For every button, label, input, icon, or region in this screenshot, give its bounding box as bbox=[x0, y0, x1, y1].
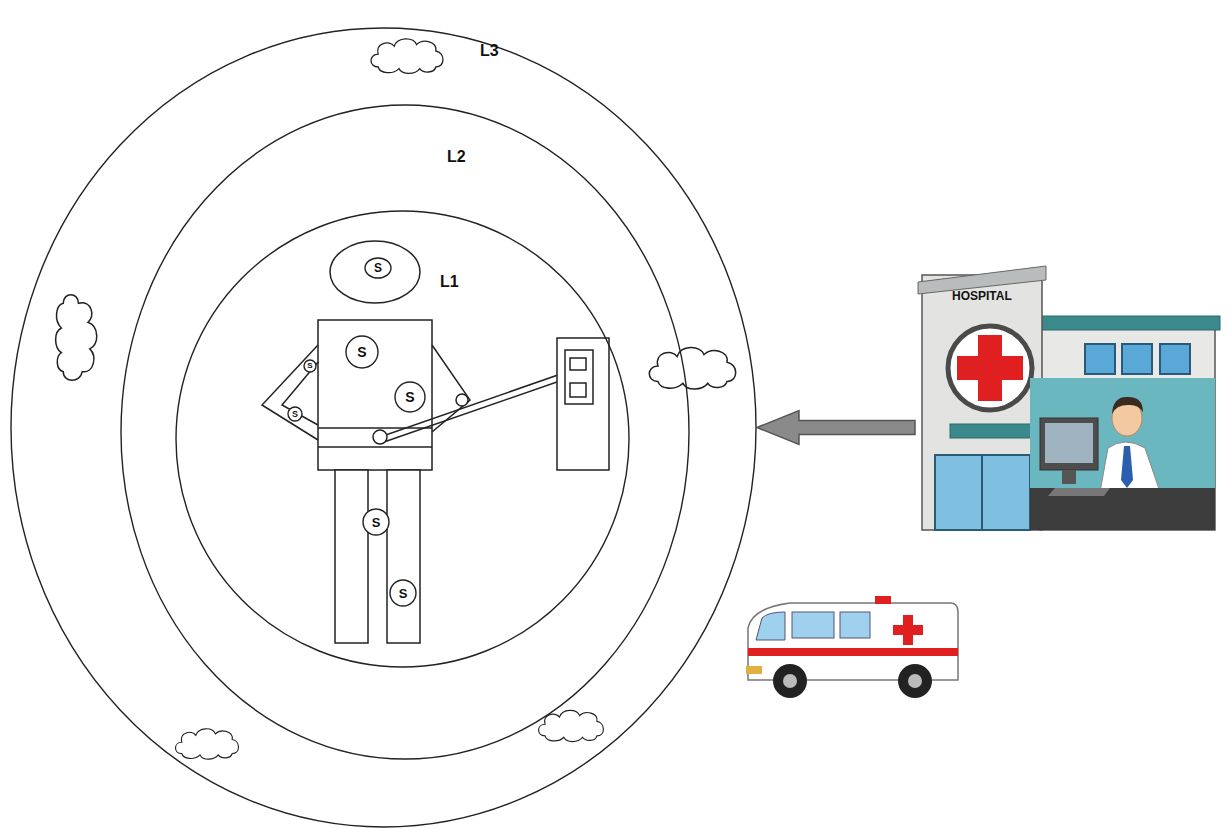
phone-device bbox=[557, 338, 609, 470]
node-label: L3 bbox=[480, 42, 499, 60]
cloud bbox=[371, 39, 443, 74]
network-layer-ellipse: L3L2L1SSSSSSS bbox=[10, 27, 757, 828]
node-label: L1 bbox=[440, 273, 459, 291]
node-label: L2 bbox=[447, 148, 466, 166]
outline-shape bbox=[11, 28, 756, 827]
hospital-node: HOSPITAL bbox=[915, 265, 1215, 530]
ellipse-outline bbox=[10, 27, 757, 828]
sensor-node: S bbox=[345, 335, 379, 369]
sensor-label: S bbox=[292, 410, 298, 419]
ambulance bbox=[746, 596, 958, 698]
sensor-label: S bbox=[307, 362, 312, 370]
network-layer-ellipse: L1SSSSSSS bbox=[175, 210, 630, 668]
network-layer-ellipse: L2L1SSSSSSS bbox=[120, 104, 690, 760]
sensor-node: S bbox=[394, 381, 426, 413]
label-holder: S bbox=[303, 359, 317, 373]
human-figure bbox=[262, 241, 580, 643]
cloud bbox=[176, 729, 239, 759]
sensor-label: S bbox=[405, 390, 414, 404]
cloud bbox=[649, 348, 735, 390]
hospital-building bbox=[918, 266, 1220, 530]
label-holder: S bbox=[345, 335, 379, 369]
ellipse-outline bbox=[120, 104, 690, 760]
outline-shape bbox=[346, 336, 378, 368]
doctor-at-computer bbox=[1030, 378, 1215, 530]
sensor-node: S bbox=[287, 406, 303, 422]
sensor-label: S bbox=[399, 587, 408, 600]
label-holder: S bbox=[362, 508, 390, 536]
label-holder: S bbox=[364, 257, 392, 279]
outline-shape bbox=[304, 360, 316, 372]
block-arrow bbox=[757, 411, 915, 445]
label-holder: S bbox=[394, 381, 426, 413]
outline-shape bbox=[365, 258, 391, 278]
outline-shape bbox=[363, 509, 389, 535]
sensor-label: S bbox=[372, 516, 381, 529]
outline-shape bbox=[395, 382, 425, 412]
sensor-node: S bbox=[303, 359, 317, 373]
sensor-node: S bbox=[362, 508, 390, 536]
outline-shape bbox=[176, 211, 629, 667]
outline-shape bbox=[121, 105, 689, 759]
outline-shape bbox=[390, 580, 416, 606]
label-holder: S bbox=[287, 406, 303, 422]
sensor-node: S bbox=[389, 579, 417, 607]
outline-shape bbox=[288, 407, 302, 421]
sensor-label: S bbox=[357, 345, 366, 359]
node-label: HOSPITAL bbox=[952, 289, 1012, 303]
sensor-node: S bbox=[364, 257, 392, 279]
label-holder: S bbox=[389, 579, 417, 607]
cloud bbox=[56, 295, 97, 381]
sensor-label: S bbox=[374, 262, 382, 274]
